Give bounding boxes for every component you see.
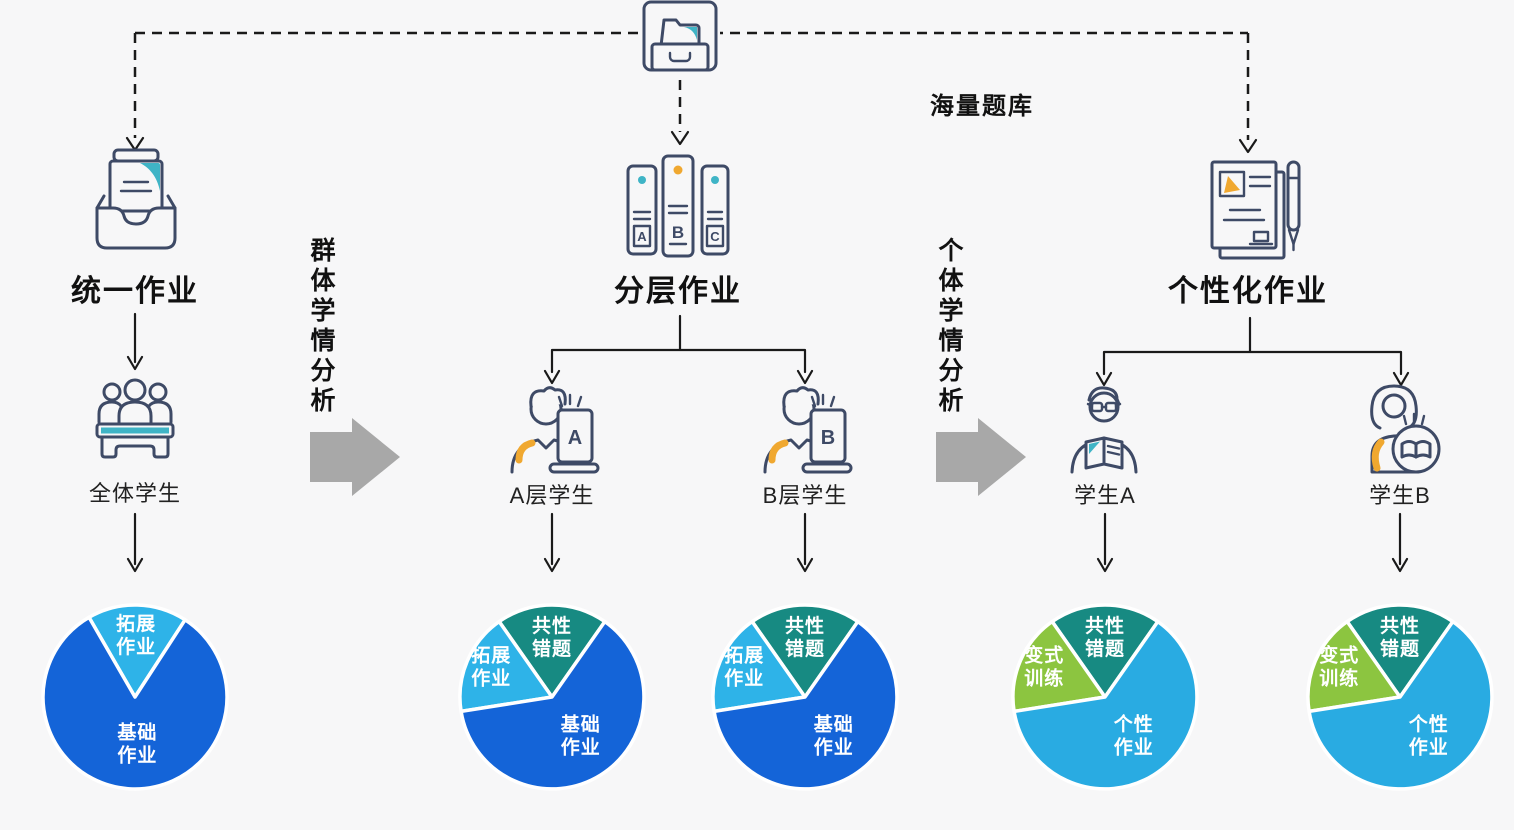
pie-slice-label: 个性作业 <box>1408 713 1449 759</box>
pie-slice-label: 共性错题 <box>1380 614 1420 660</box>
laptop-screen-letter-a: A <box>568 427 582 449</box>
pie-slice <box>1307 619 1494 791</box>
pie-slice <box>458 619 554 714</box>
stage-title-layered: 分层作业 <box>614 275 742 308</box>
pie-slice-label: 共性错题 <box>1085 614 1125 660</box>
personalized-branch-connector <box>1095 316 1410 573</box>
binder-letter-c: C <box>710 229 720 244</box>
pie-slice-label: 基础作业 <box>116 720 157 766</box>
pie-slice <box>459 619 646 791</box>
document-pen-icon <box>1210 160 1301 260</box>
pie-slice-label: 拓展作业 <box>724 644 764 690</box>
binders-abc-icon: A B C <box>626 154 730 258</box>
unified-column-arrows <box>126 312 144 573</box>
student-label-all: 全体学生 <box>88 481 181 506</box>
group-analysis-arrow-icon <box>310 418 400 496</box>
stage-title-unified: 统一作业 <box>71 275 199 308</box>
question-bank-dashed-connector <box>125 31 1258 154</box>
archive-cabinet-icon <box>640 0 720 76</box>
pie-slice <box>711 619 807 714</box>
pie-slice-label: 基础作业 <box>560 713 601 759</box>
pie-slice <box>41 615 229 791</box>
pie-slice-label: 共性错题 <box>532 614 572 660</box>
pie-slice <box>1345 603 1455 699</box>
question-bank-label: 海量题库 <box>930 93 1034 120</box>
student-laptop-b-icon: B <box>763 386 853 474</box>
student-laptop-a-icon: A <box>510 386 600 474</box>
pie-slice <box>750 603 860 699</box>
pie-slice-label: 个性作业 <box>1113 713 1154 759</box>
pie-slice-label: 基础作业 <box>813 713 854 759</box>
pie-slice-label: 变式训练 <box>1319 644 1359 690</box>
pie-slice-label: 拓展作业 <box>116 612 156 658</box>
pie-slice-label: 拓展作业 <box>471 644 511 690</box>
binder-letter-b: B <box>672 223 684 242</box>
binder-letter-a: A <box>637 229 647 244</box>
student-label-b: 学生B <box>1369 483 1431 508</box>
pie-slice <box>1306 619 1402 714</box>
student-group-icon <box>95 378 175 459</box>
individual-analysis-arrow-icon <box>936 418 1026 496</box>
pie-slice <box>1011 619 1107 714</box>
student-reading-icon <box>1070 386 1138 474</box>
flow-label-group-analysis: 群体学情分析 <box>310 237 336 415</box>
inbox-tray-icon <box>95 148 177 250</box>
pie-slice <box>1012 619 1199 791</box>
pie-slice <box>712 619 899 791</box>
pie-slice <box>1050 603 1160 699</box>
stage-title-personalized: 个性化作业 <box>1168 275 1328 308</box>
pie-slice <box>87 603 187 699</box>
pie-slice-label: 共性错题 <box>785 614 825 660</box>
pie-slice <box>497 603 607 699</box>
student-label-a: 学生A <box>1074 483 1136 508</box>
laptop-screen-letter-b: B <box>821 427 835 449</box>
layered-branch-connector <box>543 314 814 573</box>
student-label-layer-a: A层学生 <box>509 483 595 508</box>
pie-slice-label: 变式训练 <box>1024 644 1064 690</box>
student-book-icon <box>1370 384 1441 474</box>
flow-label-individual-analysis: 个体学情分析 <box>938 237 964 415</box>
student-label-layer-b: B层学生 <box>762 483 848 508</box>
